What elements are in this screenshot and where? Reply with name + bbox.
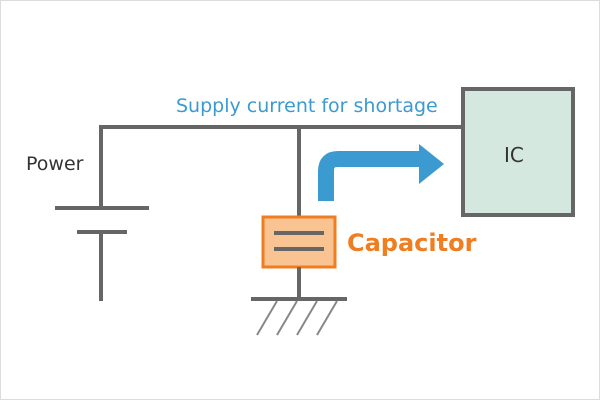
ic-box	[461, 87, 575, 217]
ground-hatch	[256, 300, 338, 336]
capacitor-box	[261, 215, 337, 269]
ic-label: IC	[504, 143, 524, 167]
top-wire	[99, 125, 463, 206]
power-label: Power	[26, 153, 84, 175]
supply-label: Supply current for shortage	[176, 95, 438, 117]
supply-arrowhead-icon	[419, 144, 444, 184]
capacitor-label: Capacitor	[347, 229, 477, 257]
supply-arrow-icon	[318, 151, 421, 201]
